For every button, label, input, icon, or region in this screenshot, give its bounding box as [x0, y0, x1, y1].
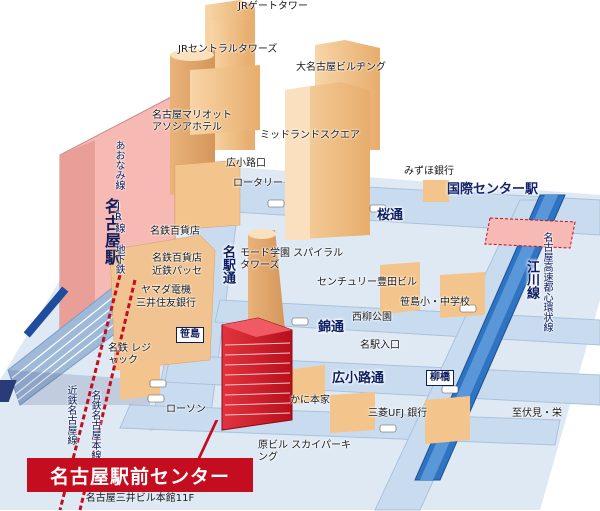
- kokusai-station-zone: [484, 217, 576, 249]
- label-kintetsu-pass: 近鉄パッセ: [152, 266, 202, 277]
- label-mufg: 三菱UFJ 銀行: [368, 408, 428, 419]
- label-midland-square: ミッドランドスクエア: [260, 130, 360, 141]
- label-century-toyoda: センチュリー豊田ビル: [317, 277, 417, 288]
- sign-sasashima: 笹島: [176, 327, 204, 343]
- page-title: 名古屋駅前センター: [49, 465, 230, 488]
- label-meitetsu-rejack: 名鉄 レジャック: [108, 343, 152, 366]
- label-jr-gate-tower: JRゲートタワー: [238, 1, 308, 12]
- label-mitsui-sumitomo: 三井住友銀行: [136, 298, 196, 309]
- label-to-fushimi: 至伏見・栄: [512, 408, 562, 419]
- rail-meitetsu: 名鉄名古屋本線: [89, 390, 100, 460]
- label-mizuho-bank: みずほ銀行: [404, 166, 454, 177]
- label-meieki-iriguchi: 名駅入口: [360, 340, 400, 351]
- station-buildings: [109, 0, 485, 444]
- station-lines-label: あおなみ線 JR線 地下鉄: [113, 140, 124, 274]
- label-hara-building: 原ビル スカイパーキング: [258, 440, 351, 463]
- label-yamada-denki: ヤマダ電機: [141, 285, 191, 296]
- page-subtitle: 名古屋三井ビル本館11F: [85, 493, 195, 504]
- road-hirokoji-dori: 広小路通: [332, 371, 385, 386]
- label-hirokoji-exit: 広小路口: [226, 158, 266, 169]
- label-lawson: ローソン: [166, 404, 206, 415]
- label-marriott: 名古屋マリオット アソシアホテル: [152, 110, 232, 133]
- traffic-lights: [147, 199, 477, 433]
- label-mode-gakuen: モード学園 スパイラルタワーズ: [240, 248, 344, 271]
- road-meieki-dori: 名駅通: [220, 245, 235, 284]
- target-building: [221, 317, 293, 431]
- label-jr-central-towers: JRセントラルタワーズ: [178, 44, 278, 55]
- rail-kintetsu: 近鉄名古屋線: [65, 385, 76, 445]
- road-sakura-dori: 桜通: [377, 208, 404, 223]
- label-kokusai-center-station: 国際センター駅: [447, 182, 539, 197]
- label-dai-nagoya-building: 大名古屋ビルヂング: [296, 62, 386, 73]
- label-sasashima-school: 笹島小・中学校: [400, 297, 470, 308]
- label-meitetsu-dept-1: 名鉄百貨店: [150, 226, 200, 237]
- label-meitetsu-dept-2: 名鉄百貨店: [152, 253, 202, 264]
- label-nishiyanagi-park: 西柳公園: [352, 312, 392, 323]
- label-rotary: ロータリー: [233, 178, 283, 189]
- sign-yanagibashi: 柳橋: [426, 370, 454, 386]
- road-nishiki-dori: 錦通: [318, 320, 345, 335]
- label-kanihonke: かに本家: [290, 395, 330, 406]
- road-expressway: 名古屋高速都心環状線: [541, 232, 552, 332]
- road-egawa-line: 江川線: [524, 260, 539, 299]
- title-box: 名古屋駅前センター: [27, 458, 253, 492]
- nagoya-station-label: 名古屋駅: [102, 198, 121, 266]
